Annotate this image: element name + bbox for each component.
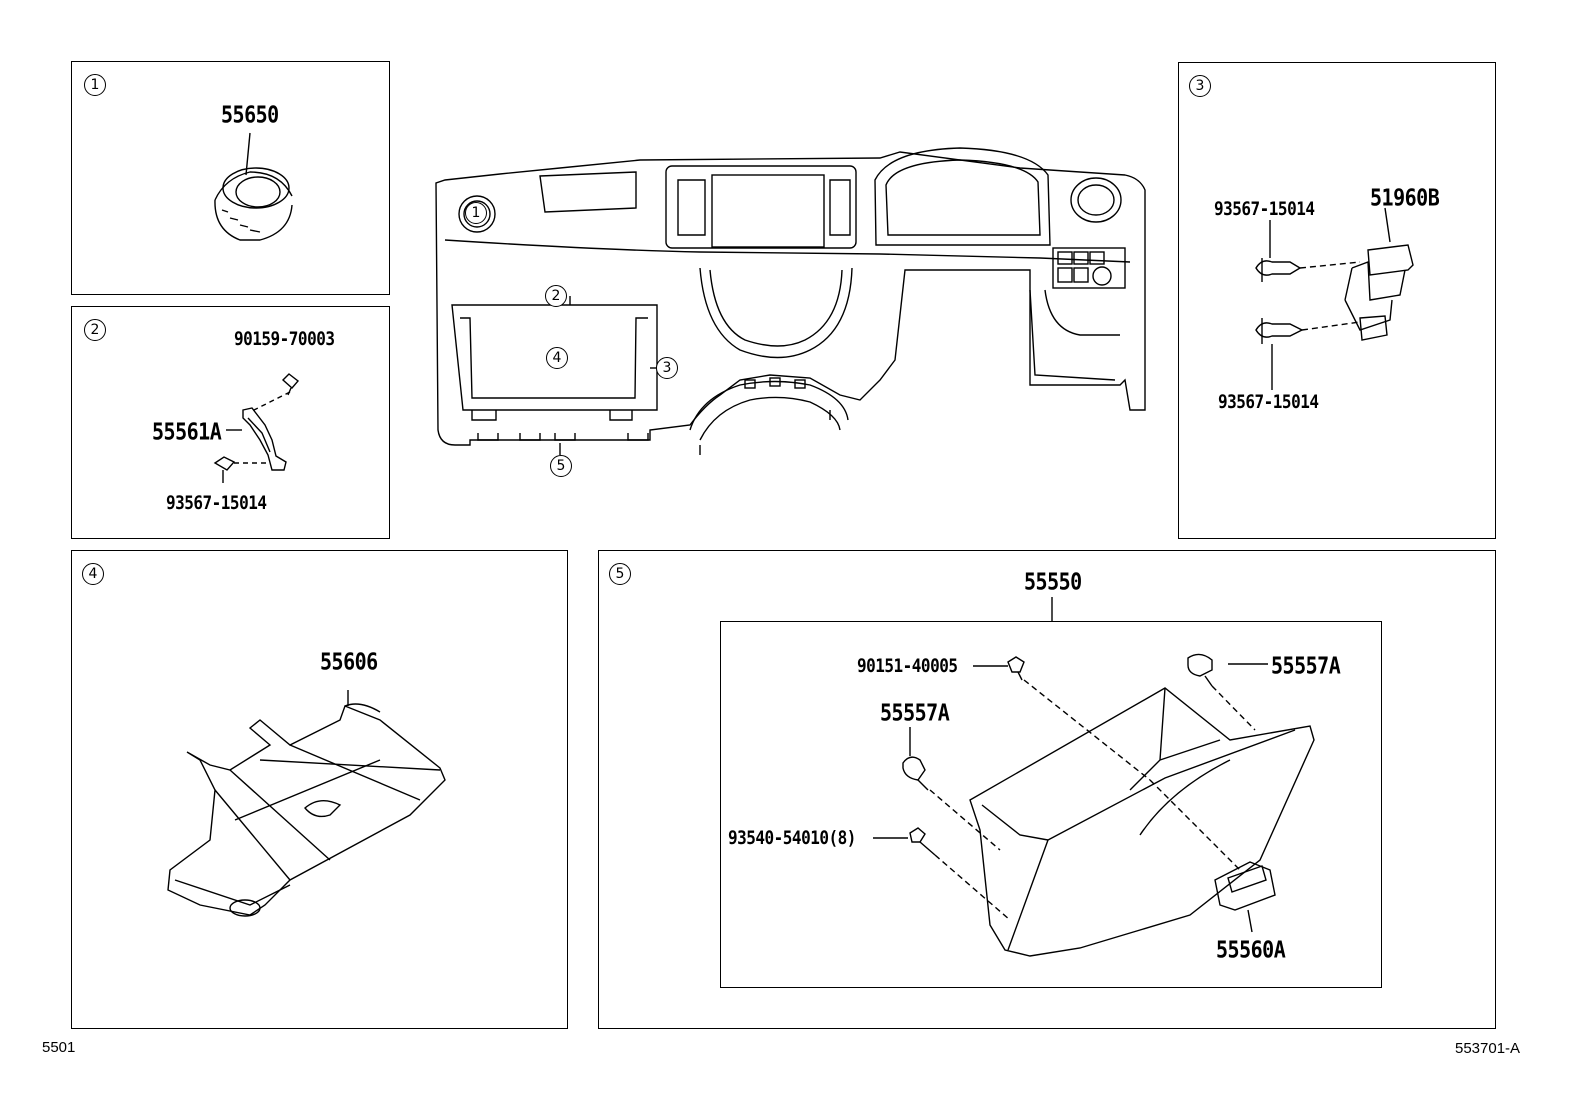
dashboard-callout-2: 2 [545,285,567,307]
bracket-drawing [213,373,300,483]
part-label-93567-15014-top: 93567-15014 [1214,197,1315,220]
instrument-panel-drawing [435,147,1146,455]
glove-box-inner-drawing [167,690,446,917]
part-label-93567-15014-p2: 93567-15014 [166,491,267,514]
panel-5-number: 5 [609,563,631,585]
panel-4: 4 [71,550,568,1029]
panel-5: 5 [598,550,1496,1029]
part-label-51960B: 51960B [1370,183,1440,212]
part-label-55561A: 55561A [152,417,222,446]
part-label-55606: 55606 [320,647,378,676]
dashboard-callout-3: 3 [656,357,678,379]
panel-1: 1 [71,61,390,295]
part-label-90159-70003: 90159-70003 [234,327,335,350]
panel-3-number: 3 [1189,75,1211,97]
part-label-55557A-right: 55557A [1271,651,1341,680]
panel-3: 3 [1178,62,1496,539]
dashboard-callout-4: 4 [546,347,568,369]
footer-right-code: 553701-A [1455,1040,1521,1057]
part-label-90151-40005: 90151-40005 [857,654,958,677]
panel-2: 2 [71,306,390,539]
part-label-93540-54010: 93540-54010(8) [728,826,856,849]
part-label-55560A: 55560A [1216,935,1286,964]
glove-box-assembly-frame [720,621,1382,988]
part-label-93567-15014-bottom: 93567-15014 [1218,390,1319,413]
part-label-55650: 55650 [221,100,279,129]
part-label-55550: 55550 [1024,567,1082,596]
panel-2-number: 2 [84,319,106,341]
vent-drawing [214,132,293,241]
panel-1-number: 1 [84,74,106,96]
part-label-55557A-left: 55557A [880,698,950,727]
dashboard-callout-1: 1 [465,202,487,224]
footer-left-code: 5501 [42,1039,76,1056]
panel-4-number: 4 [82,563,104,585]
glove-box-drawing [873,597,1315,957]
switch-drawing [1255,207,1414,390]
dashboard-callout-5: 5 [550,455,572,477]
